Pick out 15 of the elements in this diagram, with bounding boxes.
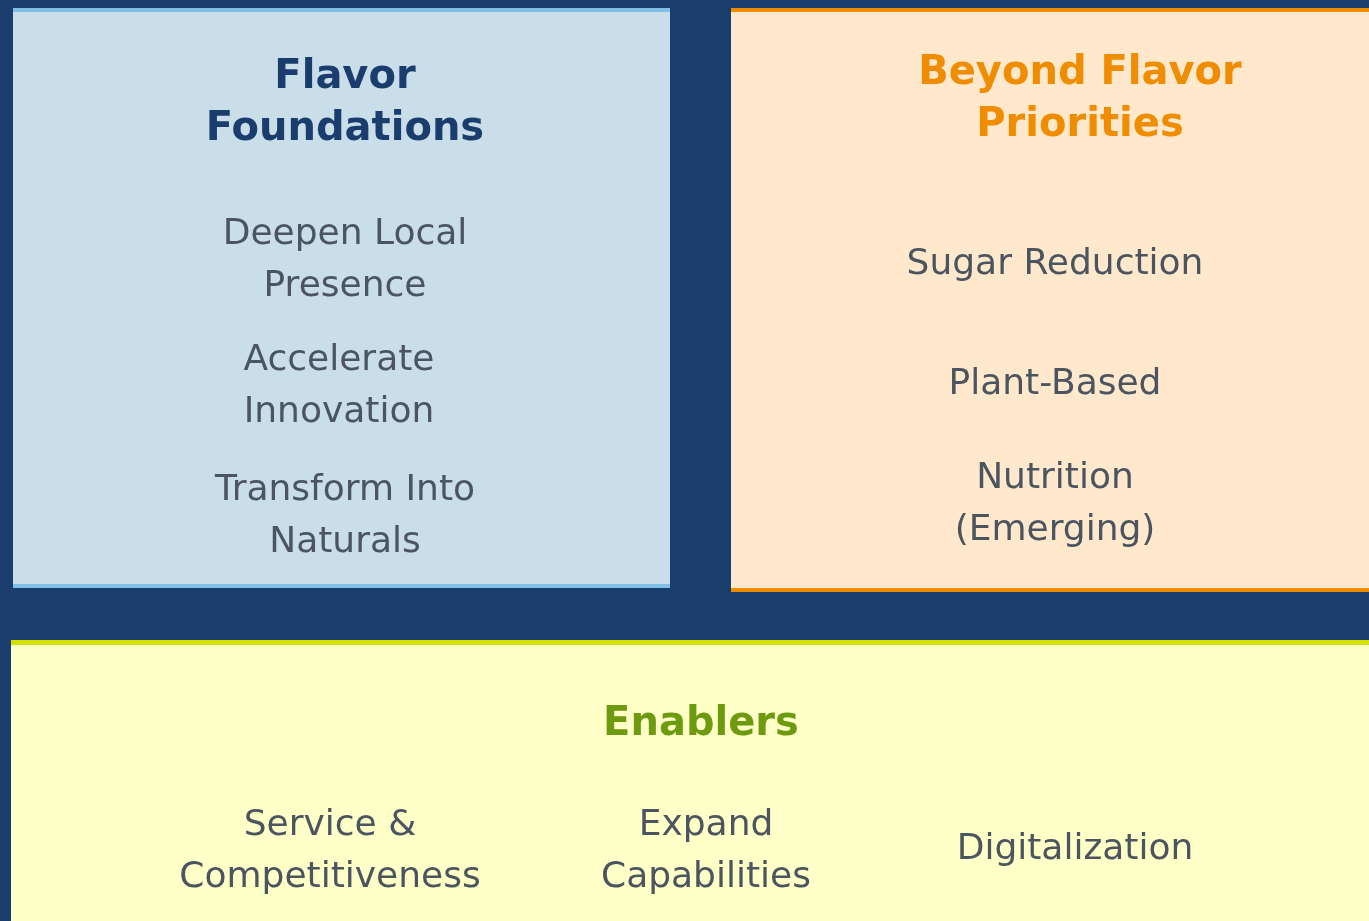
priority-item: Nutrition (Emerging) — [953, 454, 1157, 550]
panel — [13, 8, 670, 588]
panel-heading: Enablers — [602, 697, 800, 746]
priority-item: Transform Into Naturals — [213, 466, 477, 562]
priority-item: Deepen Local Presence — [221, 210, 469, 306]
panel-heading: Beyond Flavor Priorities — [917, 46, 1243, 147]
panel-heading: Flavor Foundations — [204, 50, 486, 151]
priority-item: Sugar Reduction — [905, 240, 1205, 284]
priority-item: Plant-Based — [947, 360, 1163, 404]
panel — [11, 640, 1369, 921]
priority-item: Service & Competitiveness — [178, 801, 482, 897]
priority-item: Expand Capabilities — [600, 801, 812, 897]
priority-item: Accelerate Innovation — [242, 336, 436, 432]
priority-item: Digitalization — [955, 825, 1195, 869]
panel — [731, 8, 1369, 592]
